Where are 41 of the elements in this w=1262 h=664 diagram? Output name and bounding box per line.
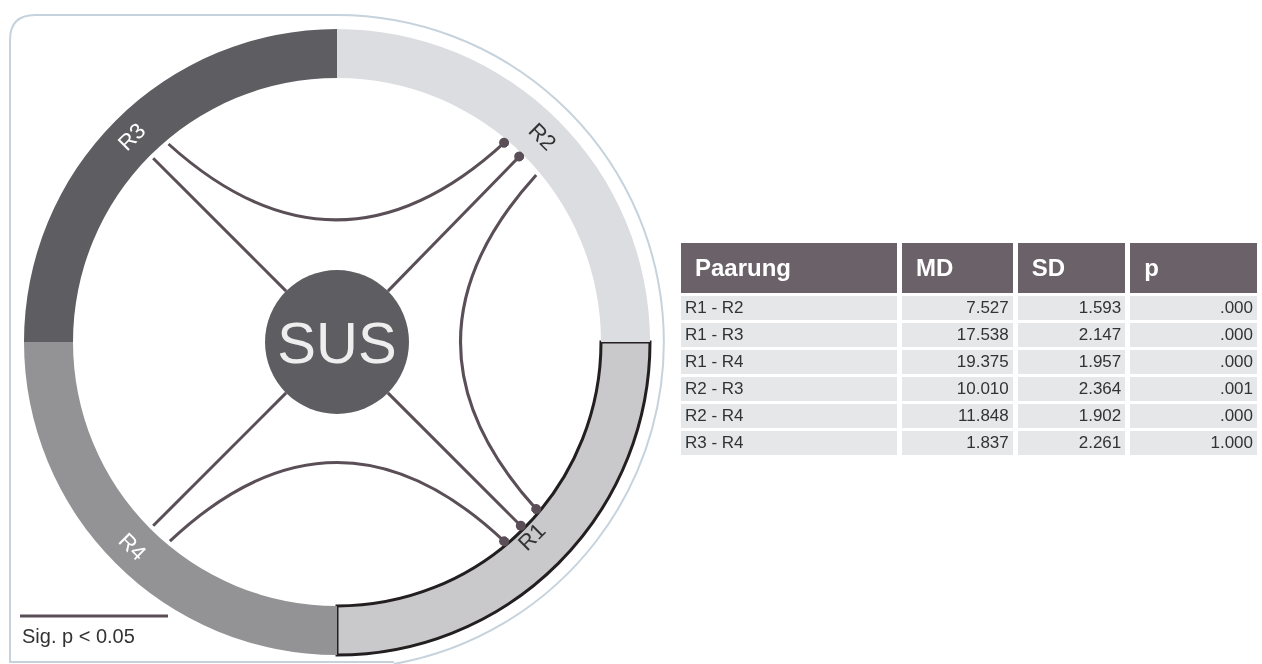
connector-line bbox=[152, 391, 288, 527]
table-cell: R1 - R3 bbox=[681, 323, 898, 347]
table-cell: R2 - R3 bbox=[681, 377, 898, 401]
column-header: Paarung bbox=[681, 243, 898, 293]
table-cell: .000 bbox=[1130, 296, 1257, 320]
table-cell: 2.147 bbox=[1017, 323, 1126, 347]
table-cell: 19.375 bbox=[902, 350, 1013, 374]
table-cell: 1.957 bbox=[1017, 350, 1126, 374]
connector-line bbox=[386, 391, 526, 531]
table-cell: R1 - R2 bbox=[681, 296, 898, 320]
table-cell: 7.527 bbox=[902, 296, 1013, 320]
table-cell: .001 bbox=[1130, 377, 1257, 401]
table-cell: .000 bbox=[1130, 323, 1257, 347]
table-cell: 11.848 bbox=[902, 404, 1013, 428]
column-header: SD bbox=[1017, 243, 1126, 293]
table-cell: 1.837 bbox=[902, 431, 1013, 455]
table-cell: .000 bbox=[1130, 404, 1257, 428]
connector-line bbox=[152, 157, 288, 293]
table-cell: 2.261 bbox=[1017, 431, 1126, 455]
legend-label: Sig. p < 0.05 bbox=[22, 625, 135, 648]
center-label: SUS bbox=[277, 308, 397, 376]
table-cell: R2 - R4 bbox=[681, 404, 898, 428]
segment-label: R3 bbox=[114, 119, 150, 155]
table-cell: 2.364 bbox=[1017, 377, 1126, 401]
column-header: MD bbox=[902, 243, 1013, 293]
table-cell: 10.010 bbox=[902, 377, 1013, 401]
connector-line bbox=[386, 151, 525, 293]
connector-line bbox=[167, 137, 510, 222]
segment-label: R2 bbox=[524, 119, 560, 155]
table-cell: 17.538 bbox=[902, 323, 1013, 347]
column-header: p bbox=[1130, 243, 1257, 293]
segment-label: R1 bbox=[514, 519, 550, 555]
table-cell: 1.593 bbox=[1017, 296, 1126, 320]
table-cell: R1 - R4 bbox=[681, 350, 898, 374]
table-cell: .000 bbox=[1130, 350, 1257, 374]
segment-label: R4 bbox=[114, 529, 150, 565]
table-cell: 1.902 bbox=[1017, 404, 1126, 428]
connector-line bbox=[168, 461, 510, 547]
connector-line bbox=[459, 173, 542, 515]
table-cell: R3 - R4 bbox=[681, 431, 898, 455]
table-cell: 1.000 bbox=[1130, 431, 1257, 455]
